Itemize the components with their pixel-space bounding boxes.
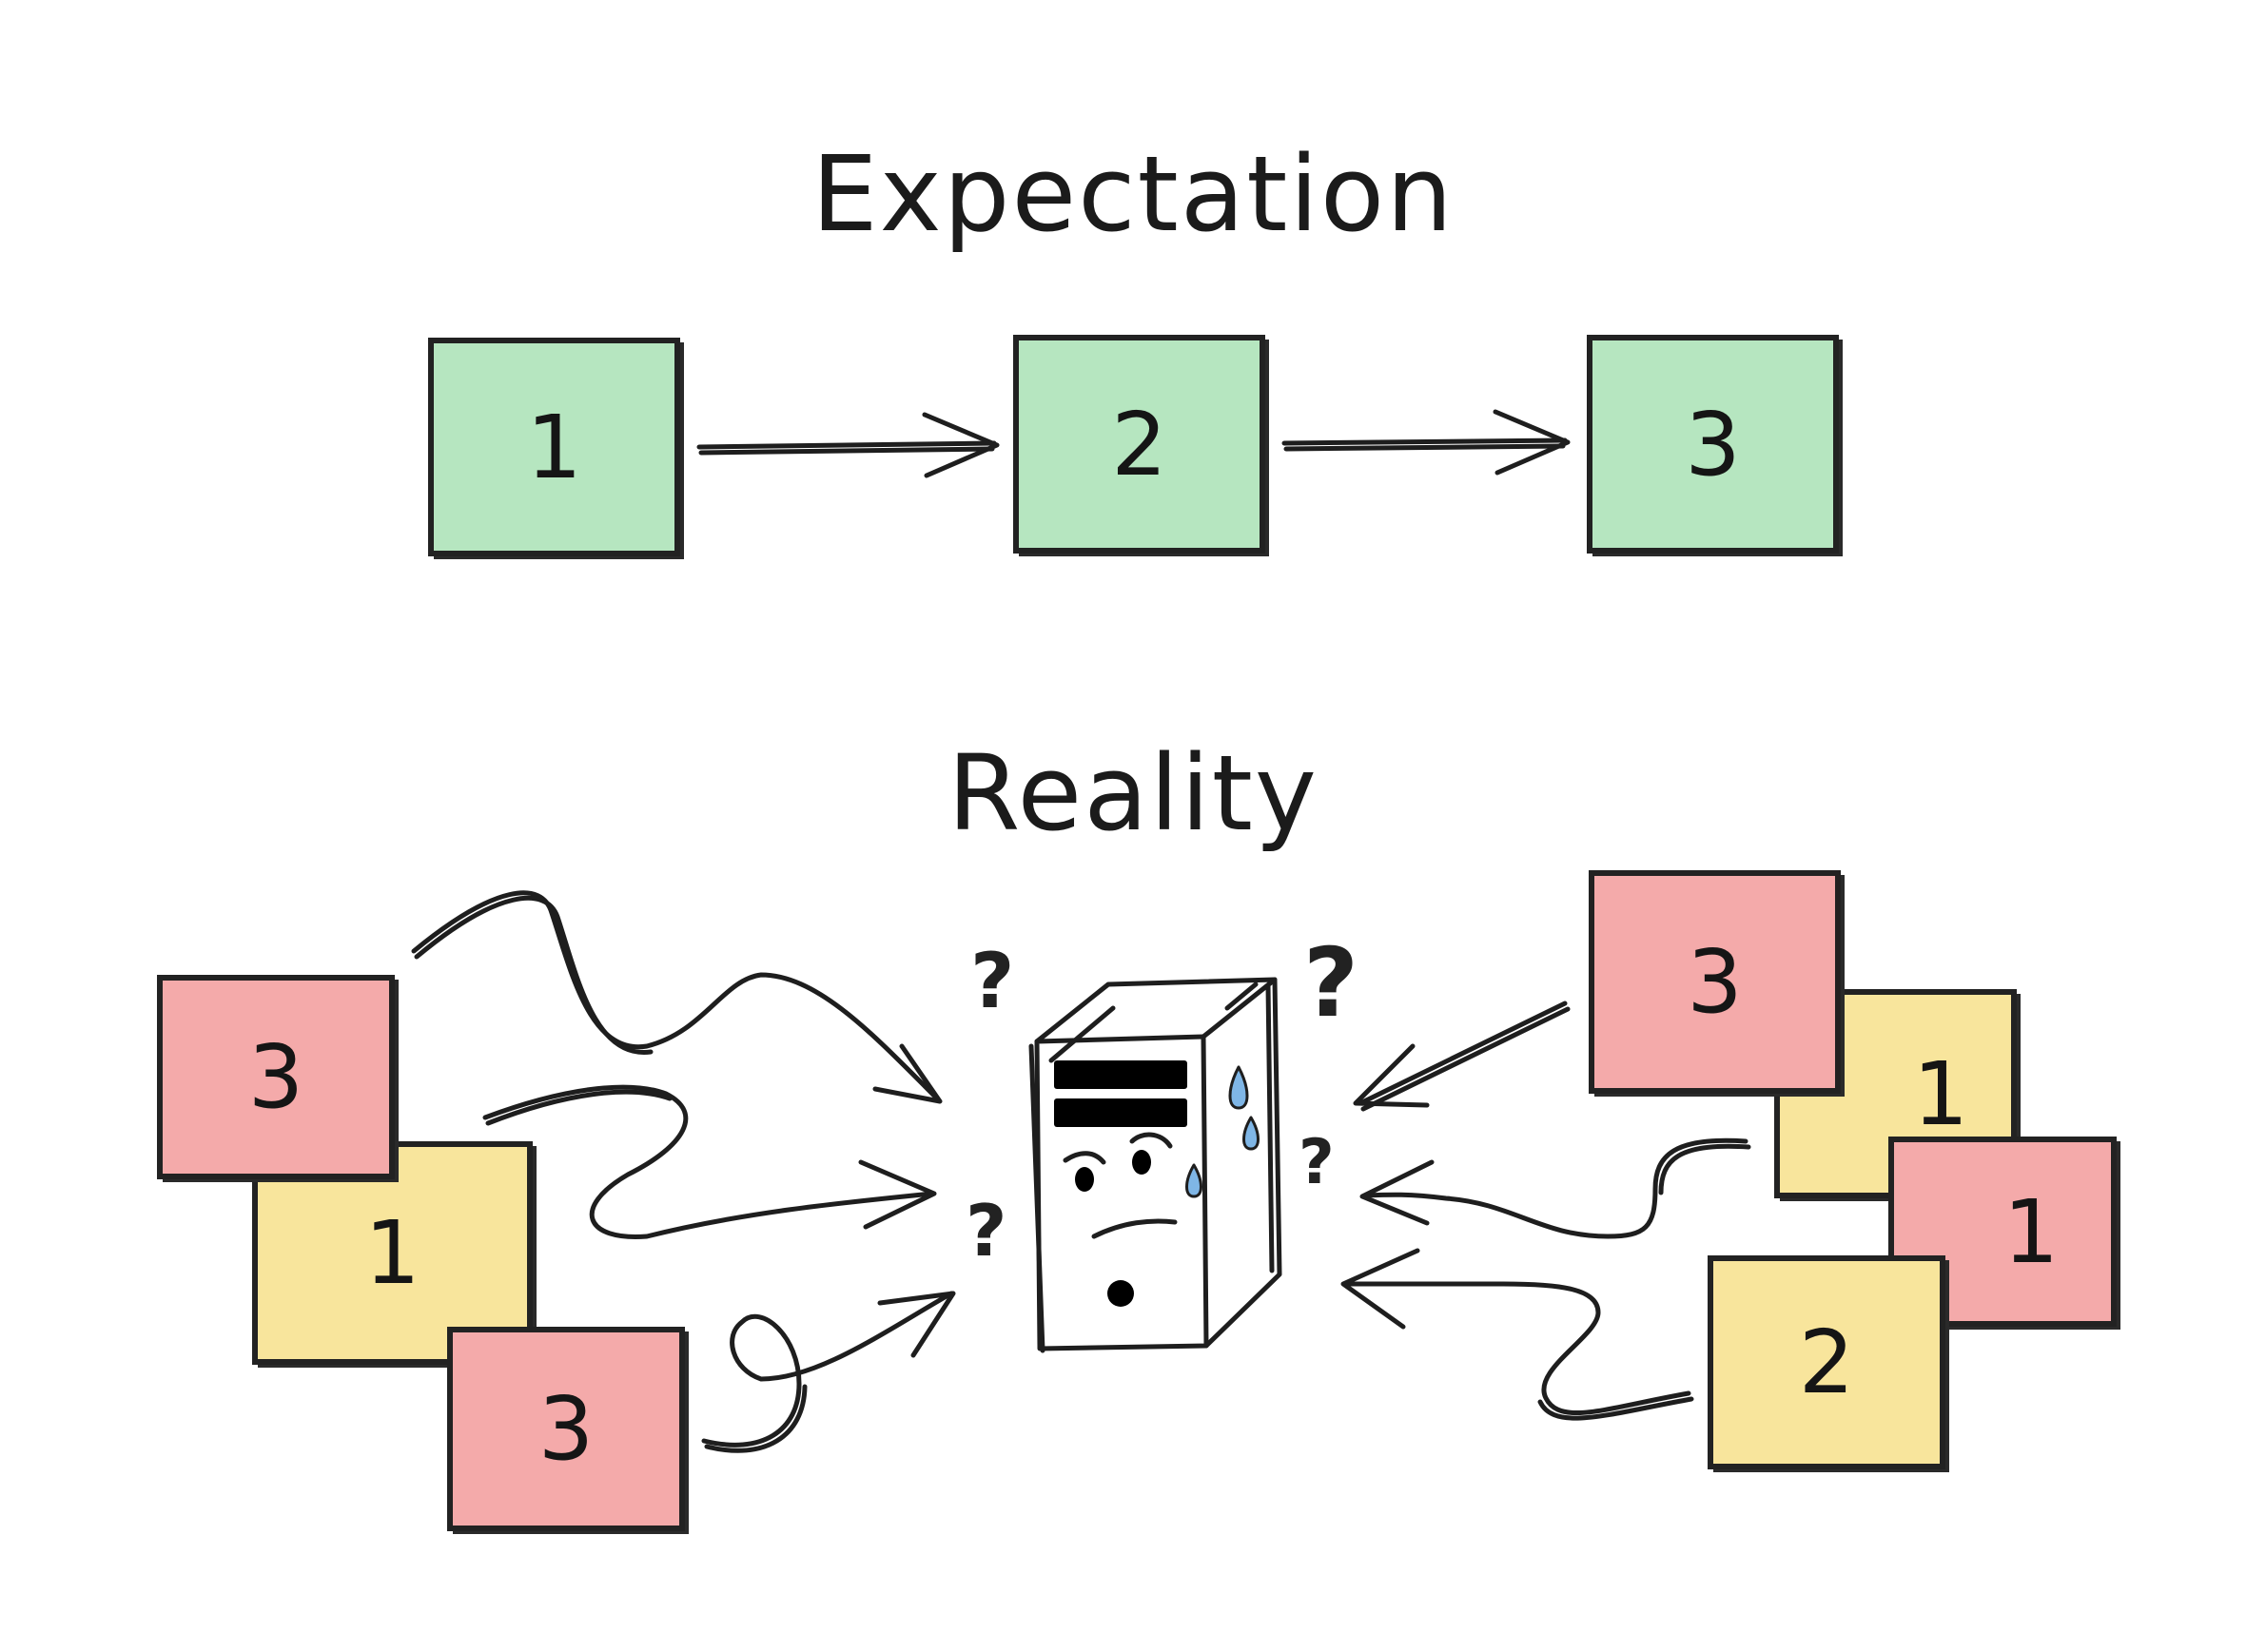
box-label: 3 — [537, 1378, 595, 1480]
box-label: 3 — [1687, 931, 1743, 1033]
arrow-1-to-2 — [696, 412, 1000, 478]
box-label: 2 — [1111, 393, 1167, 496]
reality-right-box-2: 2 — [1708, 1255, 1945, 1469]
box-label: 2 — [1798, 1312, 1855, 1413]
arrow-right-bottom — [1340, 1248, 1694, 1421]
question-mark-icon: ? — [966, 1189, 1007, 1273]
arrow-right-top — [1353, 1001, 1571, 1112]
arrow-left-middle — [482, 1084, 937, 1239]
box-label: 1 — [364, 1202, 420, 1304]
box-label: 1 — [526, 396, 582, 498]
question-mark-icon: ? — [1299, 1127, 1335, 1198]
expectation-title: Expectation — [811, 133, 1455, 255]
box-label: 3 — [1685, 393, 1741, 496]
reality-left-box-3-top: 3 — [157, 975, 395, 1179]
reality-left-box-3-bottom: 3 — [447, 1327, 685, 1531]
reality-title: Reality — [947, 732, 1319, 854]
box-label: 1 — [2002, 1180, 2060, 1283]
arrow-2-to-3 — [1281, 409, 1571, 476]
box-label: 3 — [247, 1026, 304, 1128]
expectation-box-2: 2 — [1013, 335, 1265, 554]
question-mark-icon: ? — [1303, 927, 1359, 1039]
confused-sweating-computer-icon — [1028, 977, 1282, 1353]
arrow-left-bottom — [701, 1291, 956, 1453]
box-label: 1 — [1912, 1042, 1969, 1145]
reality-right-box-3: 3 — [1589, 870, 1841, 1094]
arrow-left-top — [411, 890, 943, 1104]
question-mark-icon: ? — [970, 937, 1015, 1025]
expectation-box-3: 3 — [1587, 335, 1839, 554]
arrow-right-middle — [1359, 1137, 1751, 1239]
expectation-box-1: 1 — [428, 338, 680, 556]
